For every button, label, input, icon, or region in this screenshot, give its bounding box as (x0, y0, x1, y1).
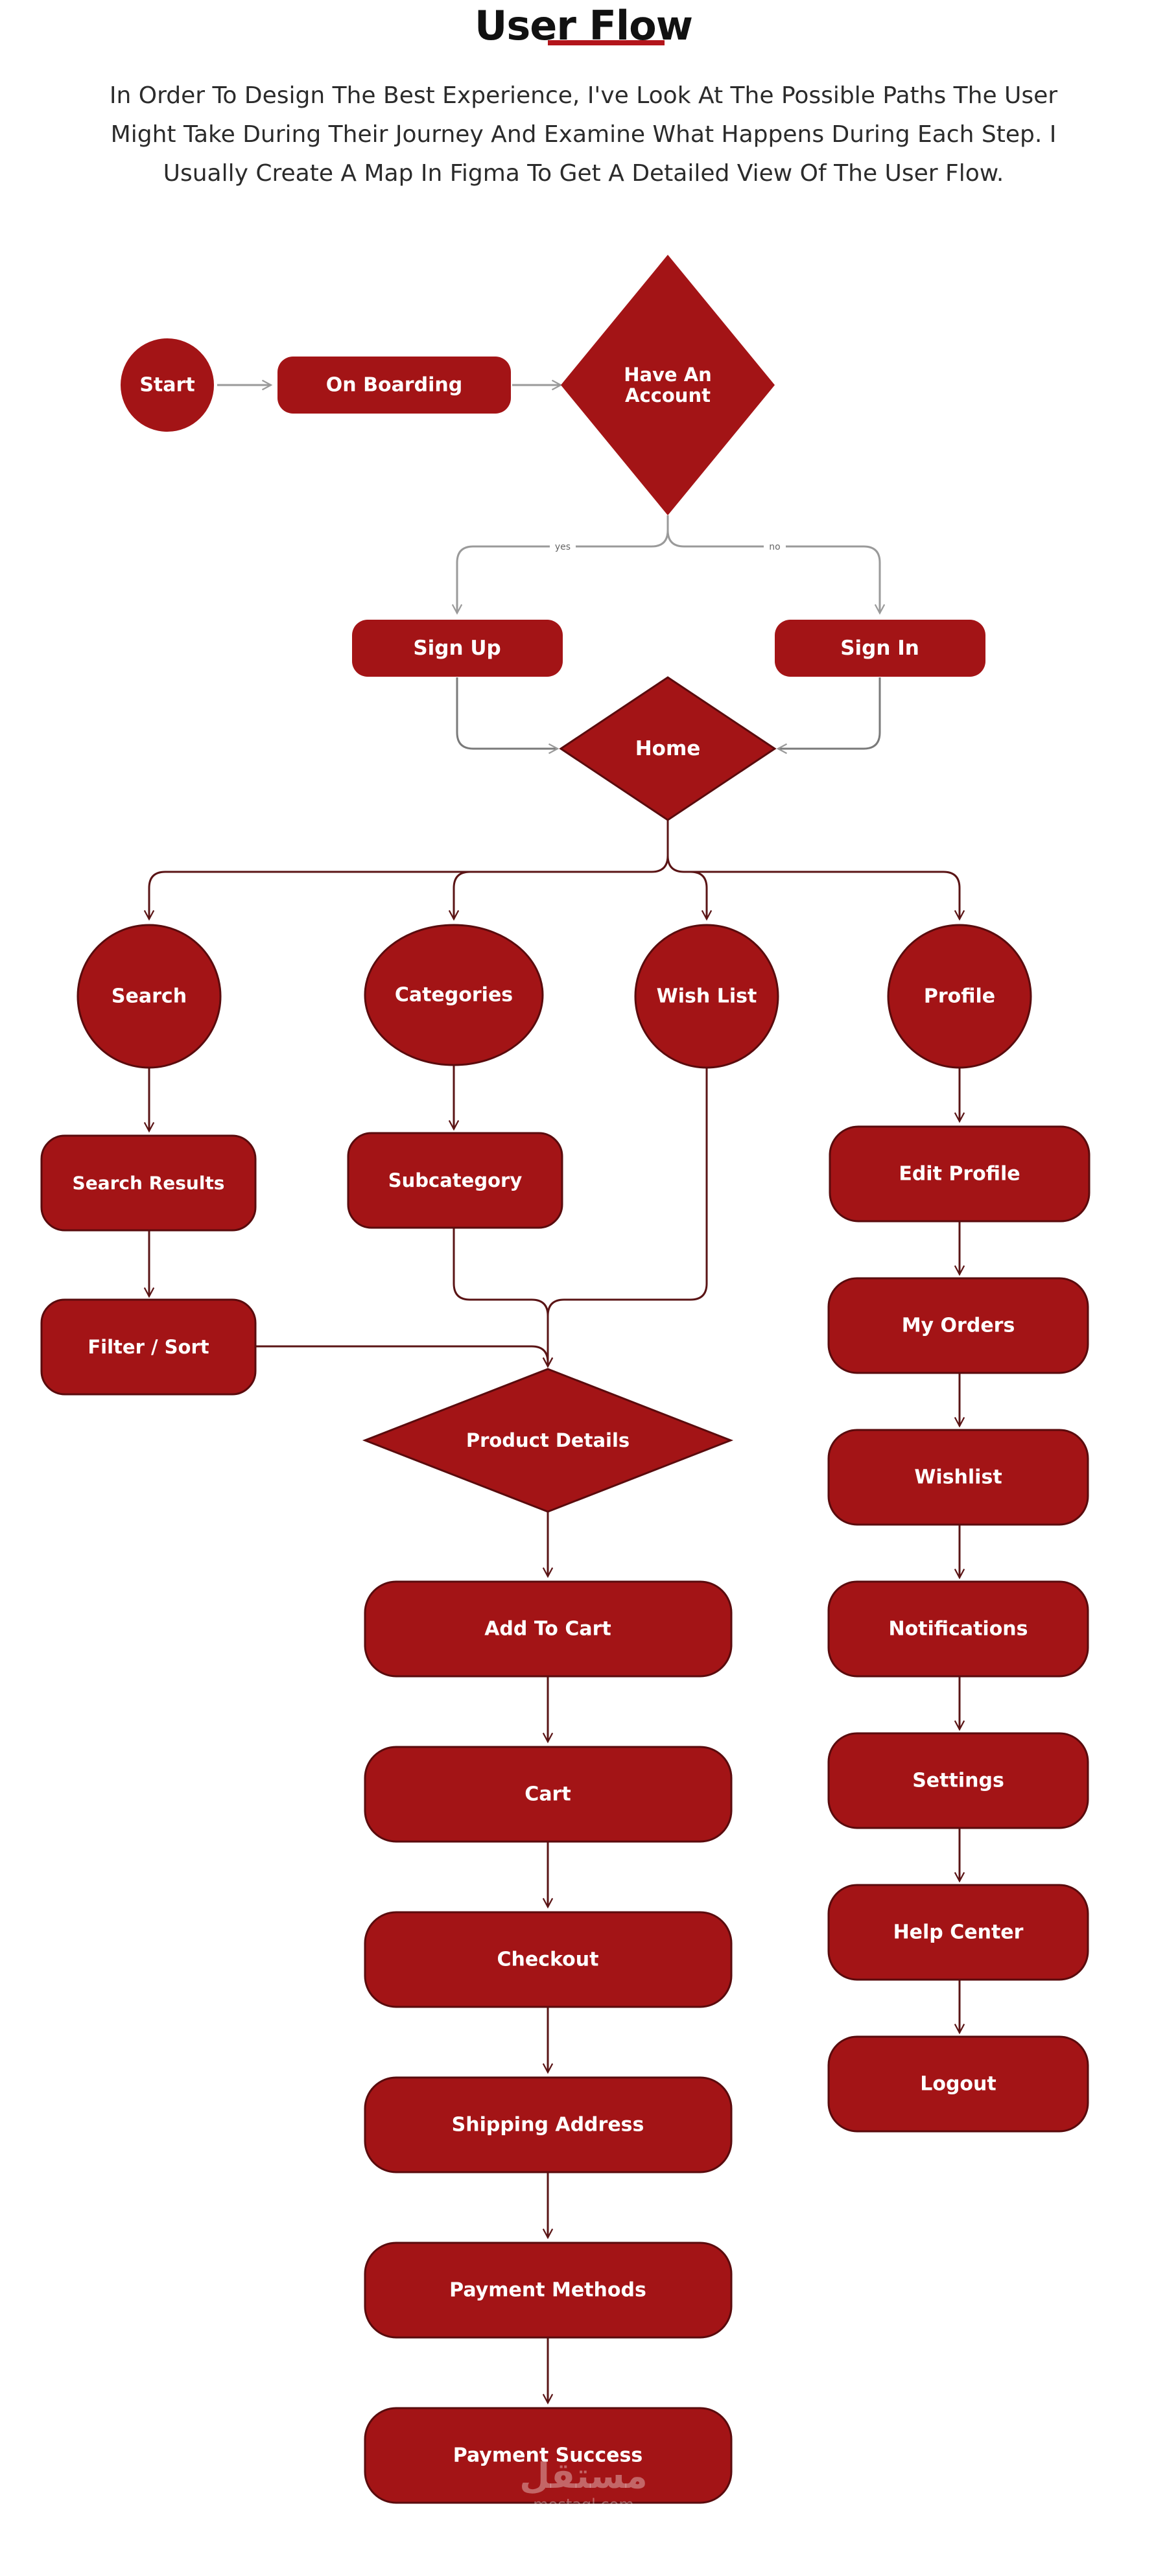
node-subcategory (347, 1132, 563, 1229)
watermark: مستقل mostaql.com (512, 2457, 655, 2514)
node-search (77, 924, 222, 1069)
connector-subcategory-product (453, 1226, 554, 1368)
node-search-results (40, 1134, 257, 1232)
connector-account-signup (451, 515, 669, 615)
node-home (559, 676, 777, 821)
label-wishlist: Wishlist (914, 1466, 1002, 1489)
node-shipping-address (364, 2076, 733, 2173)
label-logout: Logout (920, 2073, 996, 2096)
label-cart: Cart (525, 1783, 571, 1806)
label-sign-up: Sign Up (413, 637, 501, 660)
label-payment-methods: Payment Methods (449, 2279, 646, 2302)
node-settings (827, 1732, 1089, 1829)
node-sign-in (775, 620, 985, 677)
label-onboarding: On Boarding (326, 374, 462, 397)
node-help-center (827, 1884, 1089, 1981)
connector-account-signin (666, 530, 886, 615)
label-my-orders: My Orders (902, 1315, 1015, 1337)
label-notifications: Notifications (888, 1618, 1028, 1641)
connector-home-search (143, 820, 669, 921)
label-checkout: Checkout (497, 1949, 599, 1971)
label-filter-sort: Filter / Sort (88, 1336, 209, 1358)
node-onboarding (277, 357, 511, 414)
connector-home-categories (448, 871, 471, 921)
title-underline (548, 40, 665, 45)
intro-paragraph: In Order To Design The Best Experience, … (109, 82, 1058, 187)
connector-filter-product (256, 1345, 554, 1368)
node-checkout (364, 1911, 733, 2008)
node-product-details (362, 1368, 734, 1513)
label-subcategory: Subcategory (388, 1169, 523, 1191)
node-sign-up (352, 620, 563, 677)
node-add-to-cart (364, 1580, 733, 1678)
connector-home-profile (684, 871, 965, 921)
branch-label-yes: yes (555, 542, 571, 552)
node-have-account (561, 255, 775, 515)
node-notifications (827, 1580, 1089, 1678)
label-search-results: Search Results (73, 1173, 225, 1194)
node-wishlist (827, 1429, 1089, 1526)
label-categories: Categories (395, 984, 513, 1007)
label-wish-list: Wish List (657, 985, 757, 1008)
label-edit-profile: Edit Profile (899, 1163, 1020, 1186)
node-payment-methods (364, 2242, 733, 2339)
label-start: Start (139, 374, 194, 397)
label-help-center: Help Center (893, 1921, 1024, 1944)
watermark-arabic: مستقل (519, 2455, 648, 2496)
label-have-account-line2: Account (625, 384, 711, 406)
connector-signin-home (776, 677, 881, 755)
label-add-to-cart: Add To Cart (484, 1618, 611, 1641)
node-categories (364, 924, 544, 1066)
connector-wishlist-product (547, 1068, 708, 1317)
connector-signup-home (456, 677, 560, 755)
node-profile (887, 924, 1032, 1069)
node-cart (364, 1746, 733, 1843)
label-home: Home (635, 737, 701, 760)
label-shipping-address: Shipping Address (452, 2114, 644, 2137)
label-profile: Profile (924, 985, 995, 1008)
label-sign-in: Sign In (840, 637, 919, 660)
label-have-account-line1: Have An (624, 364, 712, 386)
node-payment-success (364, 2407, 733, 2504)
watermark-latin: mostaql.com (533, 2496, 634, 2514)
label-payment-success: Payment Success (453, 2444, 642, 2467)
node-wish-list (634, 924, 779, 1069)
node-filter-sort (40, 1298, 257, 1396)
branch-label-no: no (769, 542, 780, 552)
node-edit-profile (829, 1125, 1090, 1223)
node-my-orders (827, 1277, 1089, 1374)
label-settings: Settings (912, 1770, 1004, 1792)
connector-home-wishlist (666, 855, 713, 921)
label-product-details: Product Details (466, 1429, 630, 1451)
label-search: Search (112, 985, 187, 1008)
node-start (121, 338, 214, 432)
node-logout (827, 2035, 1089, 2133)
